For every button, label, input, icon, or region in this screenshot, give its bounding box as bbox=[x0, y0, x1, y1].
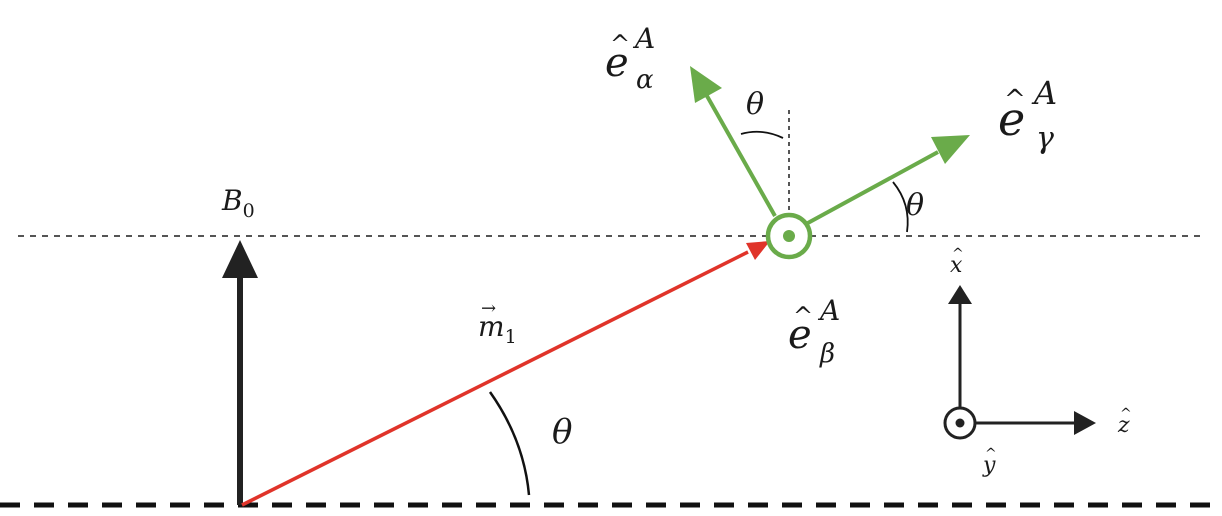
e-gamma-sup: A bbox=[1031, 74, 1057, 112]
axis-z-label: z bbox=[1117, 413, 1130, 438]
magnetization-label: m1 bbox=[478, 310, 517, 348]
e-beta-sub: β bbox=[819, 339, 835, 369]
field-arrow-head bbox=[222, 240, 258, 278]
e-gamma-sub: γ bbox=[1036, 121, 1054, 156]
e-alpha-sub: α bbox=[636, 65, 654, 95]
e-beta-accent: ^ bbox=[793, 302, 813, 330]
angle-label-right: θ bbox=[906, 188, 924, 223]
angle-arc-upper-left bbox=[740, 130, 784, 139]
angle-label-lower: θ bbox=[552, 412, 572, 452]
field-label: B0 bbox=[221, 184, 255, 222]
axis-y-label: y bbox=[982, 453, 996, 478]
e-beta-sup: A bbox=[817, 294, 840, 327]
e-alpha-label: e bbox=[605, 40, 629, 86]
magnetization-vector-head bbox=[746, 241, 770, 260]
axis-x-head bbox=[948, 285, 972, 304]
magnetization-vector-shaft bbox=[241, 250, 749, 507]
e-gamma-label: e bbox=[998, 92, 1025, 146]
axis-x-label: x bbox=[950, 253, 963, 278]
e-gamma-vector-head bbox=[931, 135, 970, 164]
angle-label-upper-left: θ bbox=[746, 87, 764, 122]
e-beta-dot bbox=[783, 230, 795, 242]
e-beta-label: e bbox=[788, 312, 812, 358]
axis-x-accent: ^ bbox=[952, 246, 964, 262]
axis-z-head bbox=[1074, 411, 1096, 435]
magnetization-accent: → bbox=[481, 298, 496, 319]
e-alpha-sup: A bbox=[632, 22, 655, 55]
axis-z-accent: ^ bbox=[1120, 406, 1132, 422]
e-alpha-vector-head bbox=[690, 66, 722, 103]
axis-y-dot bbox=[955, 418, 965, 428]
angle-arc-lower bbox=[488, 391, 531, 496]
axis-y-accent: ^ bbox=[985, 446, 997, 462]
e-alpha-accent: ^ bbox=[610, 30, 630, 58]
angle-arc-right bbox=[892, 181, 909, 233]
e-gamma-accent: ^ bbox=[1004, 85, 1026, 115]
e-alpha-vector-shaft bbox=[705, 95, 777, 217]
e-gamma-vector-shaft bbox=[805, 150, 939, 226]
